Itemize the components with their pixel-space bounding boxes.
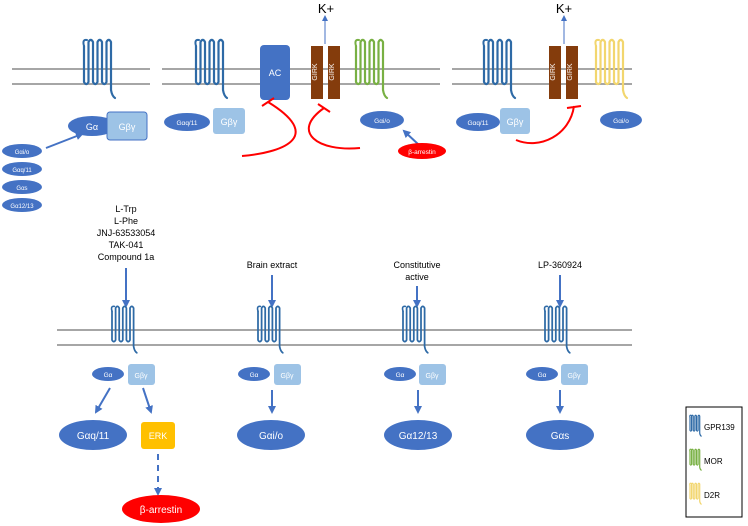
svg-text:ERK: ERK — [149, 431, 168, 441]
gq-top-2: Gαq/11 — [164, 113, 210, 131]
svg-text:Gβγ: Gβγ — [281, 373, 294, 380]
output-g1213: Gα12/13 — [384, 420, 452, 450]
gprotein-bottom-4: Gα Gβγ — [526, 364, 588, 385]
svg-text:Gβγ: Gβγ — [426, 373, 439, 380]
svg-text:β-arrestin: β-arrestin — [140, 505, 182, 516]
svg-text:Gαi/o: Gαi/o — [15, 150, 30, 156]
svg-text:active: active — [405, 272, 429, 282]
arrow-subtypes-to-galpha — [45, 132, 84, 149]
gpr139-receptor-bottom-1 — [110, 305, 138, 354]
ligand-brain-extract: Brain extract — [247, 260, 298, 270]
svg-text:Gαi/o: Gαi/o — [259, 431, 284, 442]
membrane-top-3 — [452, 68, 632, 85]
svg-text:Gαq/11: Gαq/11 — [468, 120, 489, 127]
svg-text:Gβγ: Gβγ — [119, 122, 136, 132]
ligand-constitutive: Constitutive active — [393, 260, 440, 282]
svg-text:Gα12/13: Gα12/13 — [399, 431, 438, 442]
output-erk: ERK — [141, 422, 175, 449]
svg-text:GIRK: GIRK — [312, 63, 319, 80]
svg-text:Gα: Gα — [396, 372, 405, 379]
arrow-arrestin-to-gio — [402, 129, 420, 146]
gprotein-bottom-2: Gα Gβγ — [238, 364, 301, 385]
arrow-out-1b — [142, 387, 153, 414]
mor-receptor — [354, 38, 389, 100]
svg-text:Gα: Gα — [86, 122, 98, 132]
svg-text:Gβγ: Gβγ — [568, 373, 581, 380]
legend-mor-label: MOR — [704, 457, 723, 466]
gbg-top-1: Gβγ — [106, 111, 148, 141]
legend-d2r-label: D2R — [704, 491, 720, 500]
svg-text:AC: AC — [269, 68, 282, 78]
svg-text:L-Phe: L-Phe — [114, 216, 138, 226]
legend: GPR139 MOR D2R — [685, 406, 743, 518]
svg-text:Gβγ: Gβγ — [135, 373, 148, 380]
gio-top-2: Gαi/o — [360, 111, 404, 129]
galpha-top-1: Gα — [68, 116, 116, 136]
svg-text:Gα: Gα — [104, 372, 113, 379]
output-gs: Gαs — [526, 420, 594, 450]
svg-text:β-arrestin: β-arrestin — [408, 149, 436, 156]
svg-text:Gα: Gα — [538, 372, 547, 379]
girk-channel-top-3a: GIRK — [549, 46, 561, 99]
girk-channel-top-3b: GIRK — [566, 46, 578, 99]
gpr139-receptor-bottom-4 — [543, 305, 571, 354]
svg-text:TAK-041: TAK-041 — [109, 240, 144, 250]
k-plus-label-top-2: K+ — [318, 1, 334, 16]
svg-text:Gβγ: Gβγ — [507, 117, 524, 127]
galpha-subtype-list: Gαi/o Gαq/11 Gαs Gα12/13 — [2, 144, 42, 212]
membrane-top-2 — [162, 68, 440, 85]
gprotein-bottom-1: Gα Gβγ — [92, 364, 155, 385]
membrane-bottom — [57, 329, 632, 346]
gq-top-3: Gαq/11 — [456, 113, 500, 131]
legend-d2r-icon — [689, 482, 702, 505]
girk-channel-top-2b: GIRK — [328, 46, 340, 99]
svg-text:Constitutive: Constitutive — [393, 260, 440, 270]
svg-text:Gαq/11: Gαq/11 — [77, 431, 110, 442]
svg-text:JNJ-63533054: JNJ-63533054 — [97, 228, 156, 238]
membrane-top-1 — [12, 68, 150, 85]
gbg-top-3: Gβγ — [500, 108, 530, 134]
svg-text:Gβγ: Gβγ — [221, 117, 238, 127]
svg-text:Gαi/o: Gαi/o — [613, 118, 629, 125]
arrow-out-1a — [94, 387, 111, 414]
adenylyl-cyclase: AC — [260, 45, 290, 100]
gbg-top-2: Gβγ — [213, 108, 245, 134]
beta-arrestin-top: β-arrestin — [398, 143, 446, 159]
svg-text:Compound 1a: Compound 1a — [98, 252, 155, 262]
ligand-list-1: L-Trp L-Phe JNJ-63533054 TAK-041 Compoun… — [97, 204, 156, 262]
svg-text:Gαs: Gαs — [551, 431, 570, 442]
svg-text:Gα: Gα — [250, 372, 259, 379]
girk-channel-top-2a: GIRK — [311, 46, 323, 99]
output-beta-arrestin: β-arrestin — [122, 495, 200, 523]
svg-text:Gαq/11: Gαq/11 — [12, 168, 32, 174]
gpr139-receptor-bottom-2 — [256, 305, 284, 354]
svg-text:Gαq/11: Gαq/11 — [177, 120, 198, 127]
inhibition-gio-to-girk — [308, 103, 361, 150]
d2r-receptor — [594, 38, 629, 100]
k-plus-label-top-3: K+ — [556, 1, 572, 16]
gpr139-receptor-top-3 — [482, 38, 517, 100]
svg-text:L-Trp: L-Trp — [115, 204, 136, 214]
inhibition-gbg-to-ac — [241, 97, 297, 157]
svg-text:Gα12/13: Gα12/13 — [10, 204, 34, 210]
svg-text:GIRK: GIRK — [329, 63, 336, 80]
ligand-lp-360924: LP-360924 — [538, 260, 582, 270]
svg-text:Gαi/o: Gαi/o — [374, 118, 390, 125]
svg-text:Gαs: Gαs — [16, 186, 27, 192]
gpr139-receptor-top-2 — [194, 38, 229, 100]
legend-gpr139-label: GPR139 — [704, 423, 735, 432]
svg-text:GIRK: GIRK — [550, 63, 557, 80]
gprotein-bottom-3: Gα Gβγ — [384, 364, 446, 385]
gpr139-receptor-bottom-3 — [401, 305, 429, 354]
legend-mor-icon — [689, 448, 702, 471]
gpr139-receptor-top-1 — [82, 38, 117, 100]
output-gio: Gαi/o — [237, 420, 305, 450]
output-gq: Gαq/11 — [59, 420, 127, 450]
gio-top-3: Gαi/o — [600, 111, 642, 129]
inhibition-gbg-to-girk-top-3 — [515, 105, 582, 145]
svg-text:GIRK: GIRK — [567, 63, 574, 80]
legend-gpr139-icon — [689, 414, 702, 437]
